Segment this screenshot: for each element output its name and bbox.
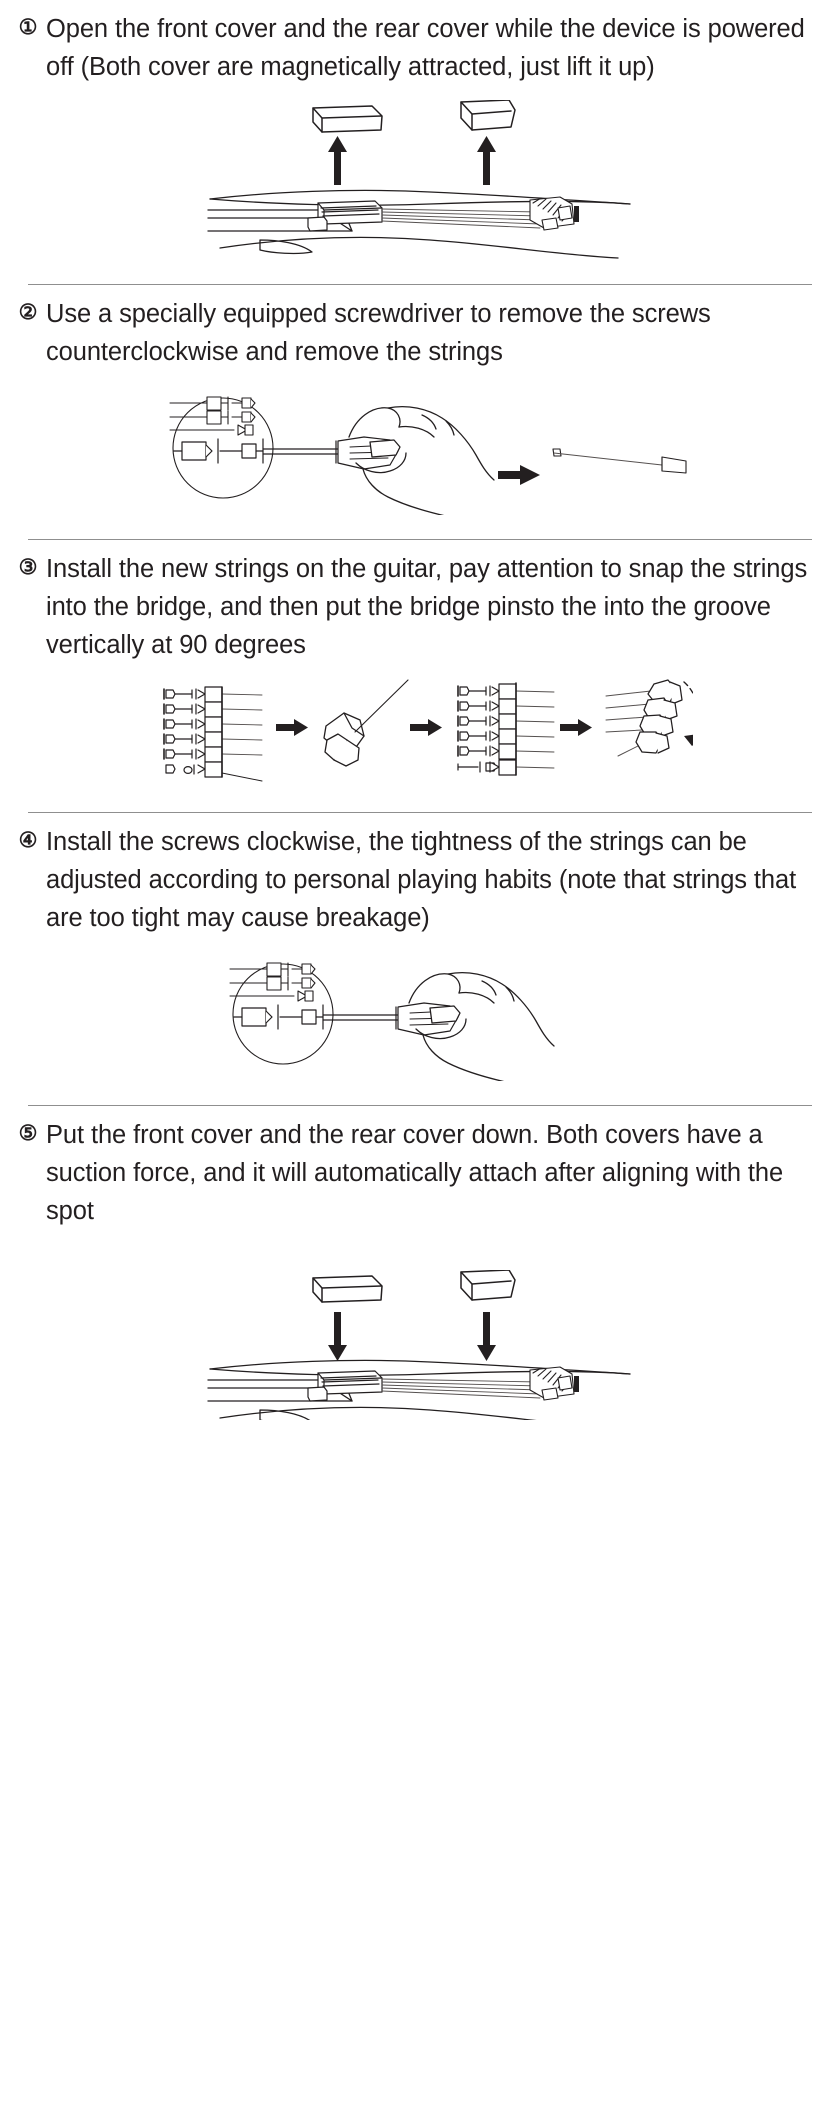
panel-3-string-anchors-pin [456, 682, 554, 776]
hand-icon-2 [408, 971, 555, 1081]
step-3: ③ Install the new strings on the guitar,… [0, 540, 840, 813]
step-4-figure [0, 951, 840, 1081]
magnifier-circle [172, 397, 274, 499]
install-strings-bridge-pins-diagram [162, 679, 693, 782]
magnified-screw-icon-2 [233, 1004, 324, 1030]
screws-group-icon-2 [229, 962, 316, 1002]
step-2-number: ② [18, 301, 38, 324]
step-4-instruction: Install the screws clockwise, the tightn… [46, 828, 797, 932]
step-1-text-row: ① Open the front cover and the rear cove… [0, 0, 840, 86]
rear-cover-plate-icon-2 [460, 1270, 516, 1301]
step-5-text-row: ⑤ Put the front cover and the rear cover… [0, 1106, 840, 1230]
panel-1-string-anchors [162, 686, 262, 782]
down-arrow-1-icon [328, 1312, 347, 1361]
panel-arrow-2-icon [409, 719, 442, 736]
step-1-number: ① [18, 16, 38, 39]
strings-group-2 [381, 1378, 541, 1399]
down-arrow-2-icon [477, 1312, 496, 1361]
step-5-figure [0, 1270, 840, 1420]
step-2: ② Use a specially equipped screwdriver t… [0, 285, 840, 540]
step-1: ① Open the front cover and the rear cove… [0, 0, 840, 285]
step-4-text-row: ④ Install the screws clockwise, the tigh… [0, 813, 840, 937]
step-1-instruction: Open the front cover and the rear cover … [46, 15, 805, 81]
screwdriver-tighten-screws-diagram [229, 962, 555, 1081]
up-arrow-1-icon [328, 136, 347, 185]
bridge-block-icon [307, 200, 383, 232]
magnified-screw-icon [173, 438, 264, 464]
step-3-number: ③ [18, 556, 38, 579]
divider-after-step-4 [28, 1105, 812, 1106]
hand-icon [348, 405, 495, 515]
right-arrow-icon [498, 465, 540, 485]
divider-after-step-3 [28, 812, 812, 813]
magnifier-circle-2 [232, 963, 334, 1065]
front-cover-plate-icon-2 [312, 1275, 383, 1303]
step-3-text-row: ③ Install the new strings on the guitar,… [0, 540, 840, 664]
strings-group [381, 208, 541, 229]
guitar-body-outline [207, 189, 631, 259]
step-3-instruction: Install the new strings on the guitar, p… [46, 555, 808, 659]
step-2-figure [0, 385, 840, 515]
guitar-covers-close-diagram [207, 1270, 631, 1420]
step-3-figure [0, 678, 840, 788]
panel-2-bridge-pin [322, 679, 409, 767]
tailpiece-cluster-icon-2 [529, 1366, 579, 1401]
instruction-page: ① Open the front cover and the rear cove… [0, 0, 840, 1420]
step-2-instruction: Use a specially equipped screwdriver to … [46, 300, 711, 366]
rear-cover-plate-icon [460, 100, 516, 131]
removed-string-icon [552, 448, 687, 474]
step-1-figure [0, 100, 840, 260]
step-5-number: ⑤ [18, 1122, 38, 1145]
front-cover-plate-icon [312, 105, 383, 133]
step-4-number: ④ [18, 829, 38, 852]
step-4: ④ Install the screws clockwise, the tigh… [0, 813, 840, 1106]
guitar-covers-lift-diagram [207, 100, 631, 259]
panel-4-pin-rotation [605, 679, 693, 757]
up-arrow-2-icon [477, 136, 496, 185]
divider-after-step-2 [28, 539, 812, 540]
tailpiece-cluster-icon [529, 196, 579, 231]
rotate-arrow-head-icon [683, 734, 693, 746]
bridge-block-icon-2 [307, 1370, 383, 1402]
step-5: ⑤ Put the front cover and the rear cover… [0, 1106, 840, 1420]
screws-group-icon [169, 396, 256, 436]
panel-arrow-3-icon [559, 719, 592, 736]
divider-after-step-1 [28, 284, 812, 285]
screwdriver-remove-screws-diagram [169, 396, 687, 515]
step-5-instruction: Put the front cover and the rear cover d… [46, 1121, 784, 1225]
step-2-text-row: ② Use a specially equipped screwdriver t… [0, 285, 840, 371]
panel-arrow-1-icon [275, 719, 308, 736]
